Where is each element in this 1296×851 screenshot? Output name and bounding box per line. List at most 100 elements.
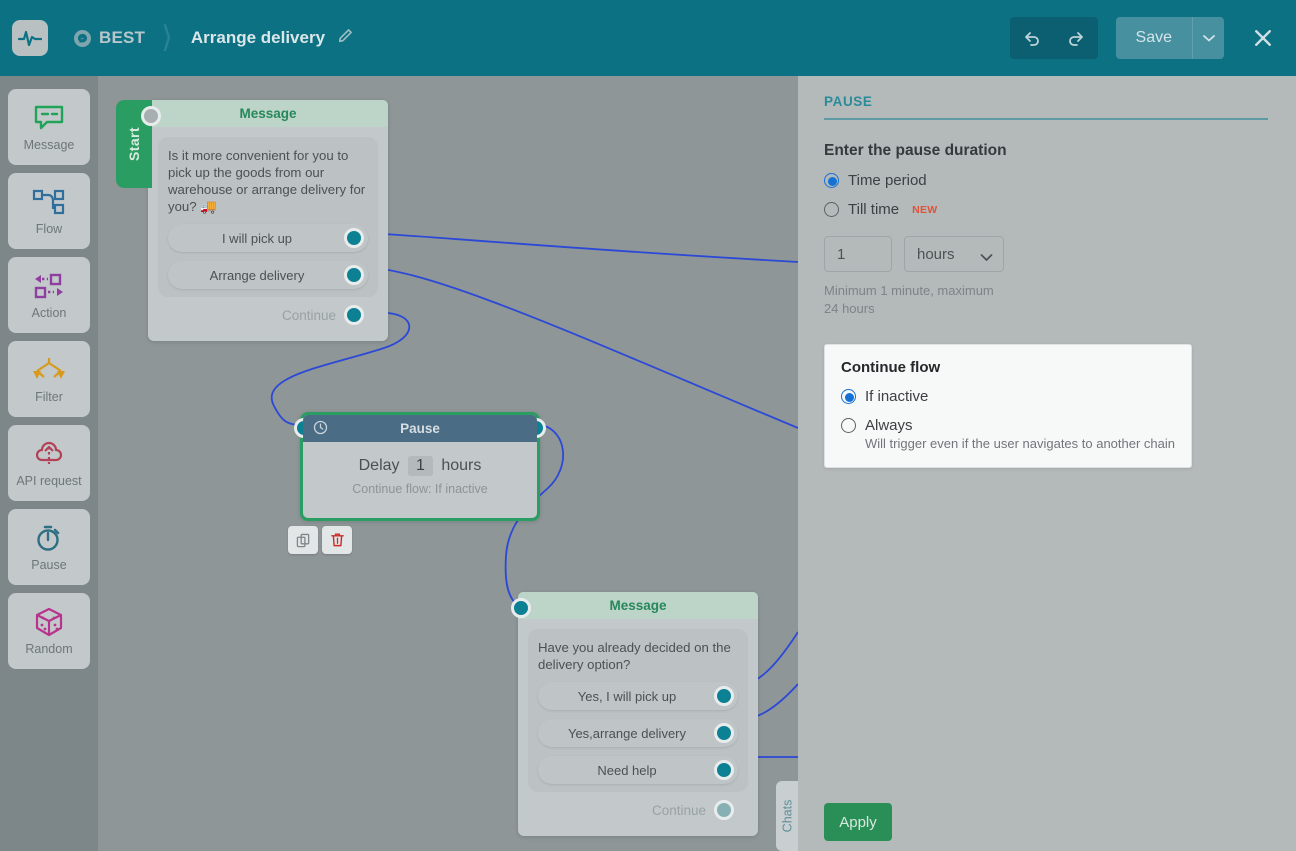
flow-node-message-2[interactable]: Message Have you already decided on the … <box>511 592 758 836</box>
continue-label: Continue <box>281 307 336 323</box>
quick-reply-port[interactable] <box>714 723 734 743</box>
radio-icon <box>841 418 856 433</box>
close-icon <box>1255 30 1271 46</box>
tool-rail: Message Flow <box>0 76 98 851</box>
stopwatch-icon <box>34 522 64 554</box>
rail-item-label: Flow <box>35 222 63 236</box>
rail-item-message[interactable]: Message <box>8 89 90 165</box>
node-body: Have you already decided on the delivery… <box>518 619 758 836</box>
delay-line: Delay 1 hours <box>303 456 537 476</box>
rail-item-label: Filter <box>35 390 63 404</box>
node-body: Is it more convenient for you to pick up… <box>148 127 388 341</box>
duration-controls: hours <box>824 236 1272 272</box>
quick-reply-label: Yes, I will pick up <box>577 688 677 704</box>
panel-title: PAUSE <box>824 94 873 109</box>
node-body: Delay 1 hours Continue flow: If inactive <box>303 442 537 518</box>
pencil-icon[interactable] <box>337 28 353 49</box>
duration-unit-select[interactable]: hours <box>904 236 1004 272</box>
chevron-down-icon <box>980 249 993 266</box>
flow-nodes-icon <box>32 186 66 218</box>
save-button-group: Save <box>1115 17 1224 59</box>
quick-reply-label: Need help <box>597 762 657 778</box>
radio-icon <box>824 173 839 188</box>
save-button[interactable]: Save <box>1116 17 1192 59</box>
message-bubble: Have you already decided on the delivery… <box>528 629 748 792</box>
duration-unit-value: hours <box>917 245 955 263</box>
continue-flow-heading: Continue flow <box>841 359 941 376</box>
radio-icon <box>841 389 856 404</box>
breadcrumb-separator-icon: ⟩ <box>161 21 173 54</box>
copy-icon <box>296 533 309 547</box>
node-input-port[interactable] <box>141 106 161 126</box>
top-bar-actions: Save <box>1009 17 1296 59</box>
quick-reply-button[interactable]: Arrange delivery <box>168 261 368 289</box>
flow-canvas[interactable]: Start Message Is it more convenient for … <box>98 76 798 851</box>
quick-reply-button[interactable]: I will pick up <box>168 224 368 252</box>
pause-settings-panel: PAUSE Enter the pause duration Time peri… <box>798 76 1296 851</box>
chats-tab-label: Chats <box>780 799 794 833</box>
rail-item-flow[interactable]: Flow <box>8 173 90 249</box>
radio-label: Always <box>865 417 913 434</box>
node-input-port[interactable] <box>511 598 531 618</box>
breadcrumb-project[interactable]: BEST <box>74 28 145 48</box>
close-button[interactable] <box>1246 21 1280 55</box>
quick-reply-button[interactable]: Yes, I will pick up <box>538 682 738 710</box>
rail-item-api-request[interactable]: API request <box>8 425 90 501</box>
continue-flow-card: Continue flow If inactive Always Will tr… <box>824 344 1192 468</box>
quick-reply-port[interactable] <box>344 265 364 285</box>
delay-unit: hours <box>441 457 482 474</box>
trash-icon <box>330 533 344 547</box>
quick-reply-port[interactable] <box>714 760 734 780</box>
flow-node-message-1[interactable]: Start Message Is it more convenient for … <box>116 100 388 341</box>
message-text: Is it more convenient for you to pick up… <box>168 148 366 214</box>
rail-item-action[interactable]: Action <box>8 257 90 333</box>
node-header: Pause <box>303 415 537 442</box>
top-bar: BEST ⟩ Arrange delivery <box>0 0 1296 76</box>
quick-reply-label: I will pick up <box>221 230 293 246</box>
new-badge: NEW <box>912 203 938 216</box>
rail-item-label: Pause <box>31 558 67 572</box>
rail-item-pause[interactable]: Pause <box>8 509 90 585</box>
node-continue-port[interactable] <box>344 305 364 325</box>
redo-button[interactable] <box>1053 17 1098 59</box>
quick-reply-label: Arrange delivery <box>209 267 305 283</box>
duration-value-input[interactable] <box>824 236 892 272</box>
radio-always[interactable]: Always <box>841 417 1175 434</box>
node-header: Message <box>148 100 388 127</box>
chats-tab[interactable]: Chats <box>776 781 798 851</box>
message-bubble: Is it more convenient for you to pick up… <box>158 137 378 297</box>
messenger-icon <box>74 29 91 47</box>
rail-item-label: API request <box>16 474 82 488</box>
node-continue-port[interactable] <box>714 800 734 820</box>
rail-item-random[interactable]: Random <box>8 593 90 669</box>
duplicate-node-button[interactable] <box>288 526 318 554</box>
undo-button[interactable] <box>1009 17 1054 59</box>
section-heading-duration: Enter the pause duration <box>824 142 1007 159</box>
radio-label: If inactive <box>865 388 929 405</box>
flow-node-pause[interactable]: Pause Delay 1 hours Continue flow: If in… <box>294 412 546 521</box>
continue-label: Continue <box>651 802 706 818</box>
action-arrows-icon <box>32 270 66 302</box>
quick-reply-button[interactable]: Yes,arrange delivery <box>538 719 738 747</box>
rail-item-filter[interactable]: Filter <box>8 341 90 417</box>
radio-till-time[interactable]: Till time NEW <box>824 201 1272 218</box>
breadcrumb-project-label: BEST <box>99 28 146 47</box>
quick-reply-label: Yes,arrange delivery <box>567 725 687 741</box>
radio-if-inactive[interactable]: If inactive <box>841 388 1175 405</box>
quick-reply-port[interactable] <box>344 228 364 248</box>
rail-item-label: Random <box>25 642 73 656</box>
save-dropdown-button[interactable] <box>1192 17 1224 59</box>
node-action-toolbar <box>288 526 352 554</box>
continue-flow-summary: Continue flow: If inactive <box>352 482 488 496</box>
delete-node-button[interactable] <box>322 526 352 554</box>
pulse-logo-icon <box>18 30 42 47</box>
radio-label: Time period <box>848 172 927 189</box>
apply-button[interactable]: Apply <box>824 803 892 841</box>
chevron-down-icon <box>1202 35 1215 42</box>
quick-reply-button[interactable]: Need help <box>538 756 738 784</box>
clock-icon <box>313 420 328 438</box>
app-logo[interactable] <box>12 20 48 56</box>
radio-time-period[interactable]: Time period <box>824 172 1272 189</box>
quick-reply-port[interactable] <box>714 686 734 706</box>
